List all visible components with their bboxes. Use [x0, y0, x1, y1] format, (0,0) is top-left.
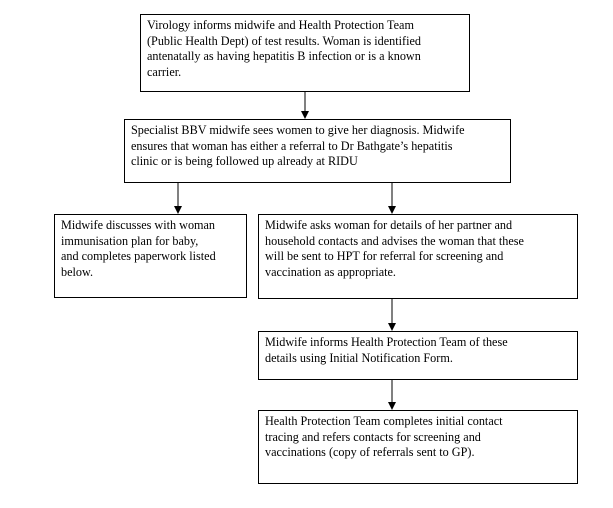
step-immunisation-line-3: and completes paperwork listed	[61, 249, 216, 263]
step-notification-line-2: details using Initial Notification Form.	[265, 350, 453, 365]
step-tracing-box: Health Protection Team completes initial…	[258, 410, 578, 484]
step-virology-line-2: (Public Health Dept) of test results. Wo…	[147, 33, 421, 48]
step-notification-line-1: Midwife informs Health Protection Team o…	[265, 335, 508, 349]
step-tracing-line-2: tracing and refers contacts for screenin…	[265, 429, 481, 444]
step-virology-box: Virology informs midwife and Health Prot…	[140, 14, 470, 92]
step-contacts-line-4: vaccination as appropriate.	[265, 264, 396, 279]
step-specialist-line-1: Specialist BBV midwife sees women to giv…	[131, 123, 465, 137]
step-contacts-line-2: household contacts and advises the woman…	[265, 233, 524, 248]
step-contacts-box: Midwife asks woman for details of her pa…	[258, 214, 578, 299]
step-immunisation-line-1: Midwife discusses with woman	[61, 218, 216, 232]
step-contacts-line-3: will be sent to HPT for referral for scr…	[265, 249, 504, 263]
step-tracing-line-1: Health Protection Team completes initial…	[265, 414, 503, 428]
step-immunisation-line-2: immunisation plan for baby,	[61, 233, 199, 248]
step-virology-line-4: carrier.	[147, 64, 182, 79]
step-notification-box: Midwife informs Health Protection Team o…	[258, 331, 578, 380]
step-contacts-line-1: Midwife asks woman for details of her pa…	[265, 218, 513, 232]
step-specialist-line-3: clinic or is being followed up already a…	[131, 154, 358, 168]
step-virology-line-1: Virology informs midwife and Health Prot…	[147, 18, 414, 32]
step-virology-line-3: antenatally as having hepatitis B infect…	[147, 49, 421, 63]
step-tracing-line-3: vaccinations (copy of referrals sent to …	[265, 445, 475, 459]
step-specialist-line-2: ensures that woman has either a referral…	[131, 138, 453, 153]
step-immunisation-line-4: below.	[61, 264, 94, 279]
step-specialist-box: Specialist BBV midwife sees women to giv…	[124, 119, 511, 183]
step-immunisation-box: Midwife discusses with woman immunisatio…	[54, 214, 247, 298]
